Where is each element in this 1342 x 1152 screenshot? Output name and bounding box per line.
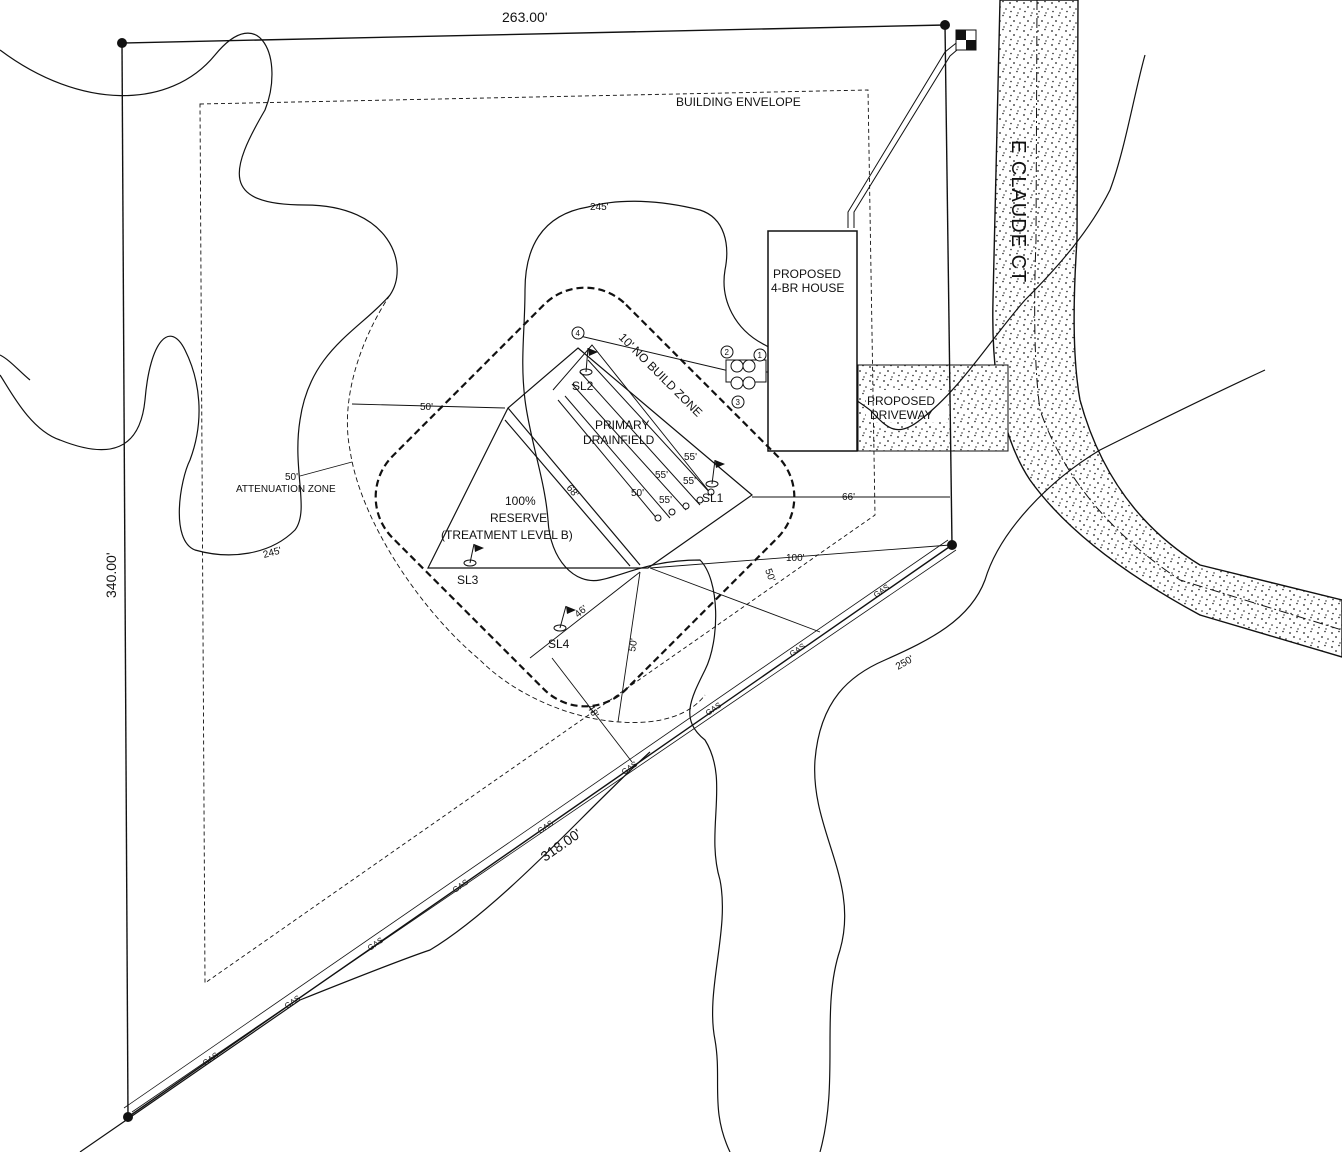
lateral-endcaps [654, 488, 715, 522]
driveway-label-line1: PROPOSED [867, 394, 935, 408]
dim-to-line-50: 50' [762, 567, 777, 583]
soil-log-sl2: SL2 [572, 379, 594, 393]
soil-log-sl4: SL4 [548, 637, 570, 651]
primary-drainfield-line2: DRAINFIELD [583, 433, 655, 447]
gas-label: GAS [536, 819, 555, 836]
primary-drainfield-line1: PRIMARY [595, 418, 649, 432]
gas-label: GAS [620, 760, 639, 777]
no-build-zone [374, 286, 796, 708]
lateral-length: 55' [655, 470, 668, 481]
proposed-house [767, 230, 858, 452]
reserve-line1: 100% [505, 494, 536, 508]
water-meter-icon [955, 29, 977, 51]
soil-log-flag-icon [553, 605, 576, 632]
contour-245-top: 245' [590, 202, 609, 213]
dim-reserve-46: 46' [573, 603, 590, 620]
drainfield-block [427, 347, 753, 569]
soil-log-sl3: SL3 [457, 573, 479, 587]
component-label-4: 4 [576, 329, 581, 338]
lateral-length: 50' [631, 488, 644, 499]
house-label-line1: PROPOSED [773, 267, 841, 281]
contour-245-bottom: 245' [262, 545, 283, 560]
component-label-2: 2 [725, 348, 730, 357]
gas-label: GAS [788, 642, 807, 659]
gas-label: GAS [451, 878, 470, 895]
lateral-length: 55' [659, 495, 672, 506]
west-boundary-length: 340.00' [103, 553, 119, 599]
boundary-corner-nw [117, 38, 127, 48]
contour-250: 250' [894, 654, 916, 673]
lateral-length: 55' [684, 452, 697, 463]
gas-label: GAS [366, 936, 385, 953]
dim-to-corner-100: 100' [786, 553, 805, 564]
dim-reserve-68: 68' [564, 483, 581, 500]
soil-log-flag-icon [705, 459, 725, 488]
component-marker-2 [720, 345, 734, 359]
building-envelope-label: BUILDING ENVELOPE [676, 95, 801, 109]
north-boundary-length: 263.00' [502, 9, 548, 25]
road-name: E CLAUDE CT [1007, 140, 1029, 283]
component-label-1: 1 [758, 351, 763, 360]
soil-log-flag-icon [463, 543, 484, 567]
boundary-corner-ne [940, 20, 950, 30]
component-marker-3 [731, 395, 745, 409]
building-envelope [199, 89, 876, 984]
component-marker-1 [753, 348, 767, 362]
contour-lines [0, 32, 1266, 1152]
reserve-line3: (TREATMENT LEVEL B) [441, 528, 573, 542]
house-label-line2: 4-BR HOUSE [771, 281, 844, 295]
dim-to-road-66: 66' [842, 492, 855, 503]
attenuation-zone-arc [346, 294, 706, 723]
reserve-line2: RESERVE [490, 511, 547, 525]
primary-laterals [552, 344, 713, 521]
no-build-zone-label: 10' NO BUILD ZONE [616, 330, 705, 419]
lateral-length: 55' [683, 476, 696, 487]
soil-log-flag-icon [579, 347, 598, 376]
component-marker-4 [571, 326, 585, 340]
septic-components [579, 335, 768, 390]
dim-attenuation-50: 50' [420, 402, 433, 413]
gas-label: GAS [872, 583, 891, 600]
boundary-corner-se [947, 540, 957, 550]
attenuation-dist: 50' [285, 472, 298, 483]
attenuation-zone-label: ATTENUATION ZONE [236, 484, 336, 495]
dimension-lines [351, 403, 951, 763]
soil-log-sl1: SL1 [702, 491, 724, 505]
road [992, 0, 1342, 658]
dim-vertical-50: 50' [627, 638, 640, 653]
driveway-label-line2: DRIVEWAY [870, 408, 933, 422]
component-markers: 1 2 3 4 [571, 326, 767, 409]
boundary-corner-sw [123, 1112, 133, 1122]
component-label-3: 3 [736, 398, 741, 407]
property-boundary [117, 20, 957, 1122]
